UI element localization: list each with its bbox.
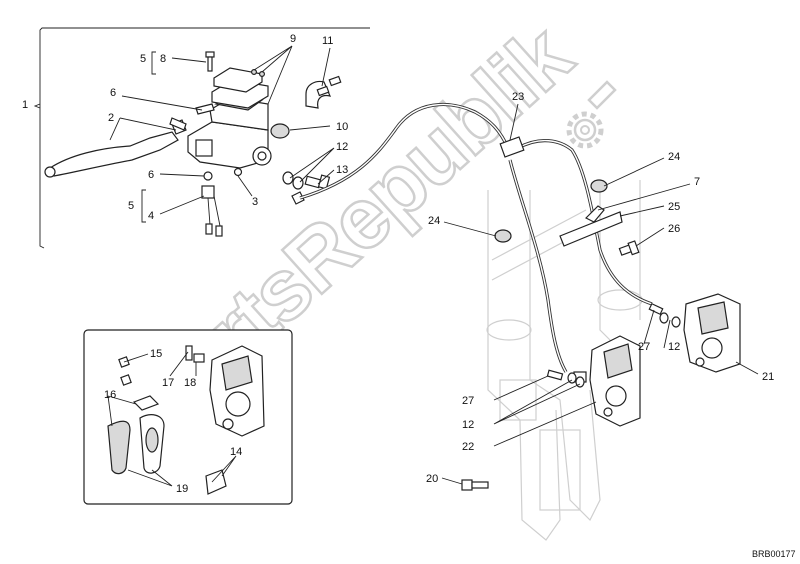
callout-18: 18 [184, 377, 196, 389]
callout-17: 17 [162, 377, 174, 389]
callout-21: 21 [762, 371, 774, 383]
caliper-detail-inset [83, 329, 293, 505]
screw [205, 51, 215, 72]
bracket-screw [618, 240, 640, 256]
callout-12a: 12 [336, 141, 348, 153]
callout-27a: 27 [462, 395, 474, 407]
banjo-fitting [282, 171, 331, 205]
callout-23: 23 [512, 91, 524, 103]
callout-15: 15 [150, 348, 162, 360]
callout-8: 8 [160, 53, 166, 65]
callout-5a: 5 [140, 53, 146, 65]
callout-11: 11 [322, 35, 333, 47]
callout-27b: 27 [638, 341, 650, 353]
callout-6a: 6 [110, 87, 116, 99]
callout-20: 20 [426, 473, 438, 485]
front-right-caliper [683, 293, 741, 373]
callout-26: 26 [668, 223, 680, 235]
bleed-valve [185, 345, 205, 363]
callout-14: 14 [230, 446, 242, 458]
leader-lines [107, 45, 759, 487]
reservoir-cap [211, 67, 269, 109]
assembly-bracket [33, 27, 370, 249]
brake-hose-left [508, 159, 568, 373]
brake-pad-b [139, 414, 165, 474]
adjuster-spring [169, 117, 187, 131]
callout-22: 22 [462, 441, 474, 453]
grommet [494, 179, 608, 243]
callout-1: 1 [22, 99, 28, 111]
callout-2: 2 [108, 112, 114, 124]
brake-hose-main [299, 102, 510, 200]
gear-icon [566, 80, 617, 149]
pad-spring [132, 395, 160, 411]
brake-pad-a [107, 420, 131, 475]
callout-24a: 24 [428, 215, 440, 227]
reference-code: BRB00177 [752, 549, 796, 559]
group-braces [141, 51, 156, 223]
dust-cap [270, 123, 290, 139]
handlebar-clamp [305, 75, 342, 109]
caliper-detail [209, 345, 265, 437]
brake-light-switch [201, 167, 243, 237]
callout-3: 3 [252, 196, 258, 208]
callout-16: 16 [104, 389, 116, 401]
callout-5b: 5 [128, 200, 134, 212]
callout-4: 4 [148, 210, 154, 222]
brake-hose-right [517, 139, 653, 306]
callout-12b: 12 [668, 341, 680, 353]
callout-19: 19 [176, 483, 188, 495]
callout-13: 13 [336, 164, 348, 176]
callout-9: 9 [290, 33, 296, 45]
banjo-washers-right [648, 302, 681, 328]
callout-10: 10 [336, 121, 348, 133]
callout-labels: 1 2 3 4 5 5 6 6 7 8 9 10 11 12 13 12 12 … [22, 33, 774, 495]
callout-12c: 12 [462, 419, 474, 431]
caliper-bolt [461, 479, 489, 491]
callout-25: 25 [668, 201, 680, 213]
hose-splitter [499, 136, 525, 158]
master-cylinder [187, 95, 272, 169]
pad-pin [205, 469, 227, 495]
callout-24b: 24 [668, 151, 680, 163]
callout-7: 7 [694, 176, 700, 188]
callout-6b: 6 [148, 169, 154, 181]
